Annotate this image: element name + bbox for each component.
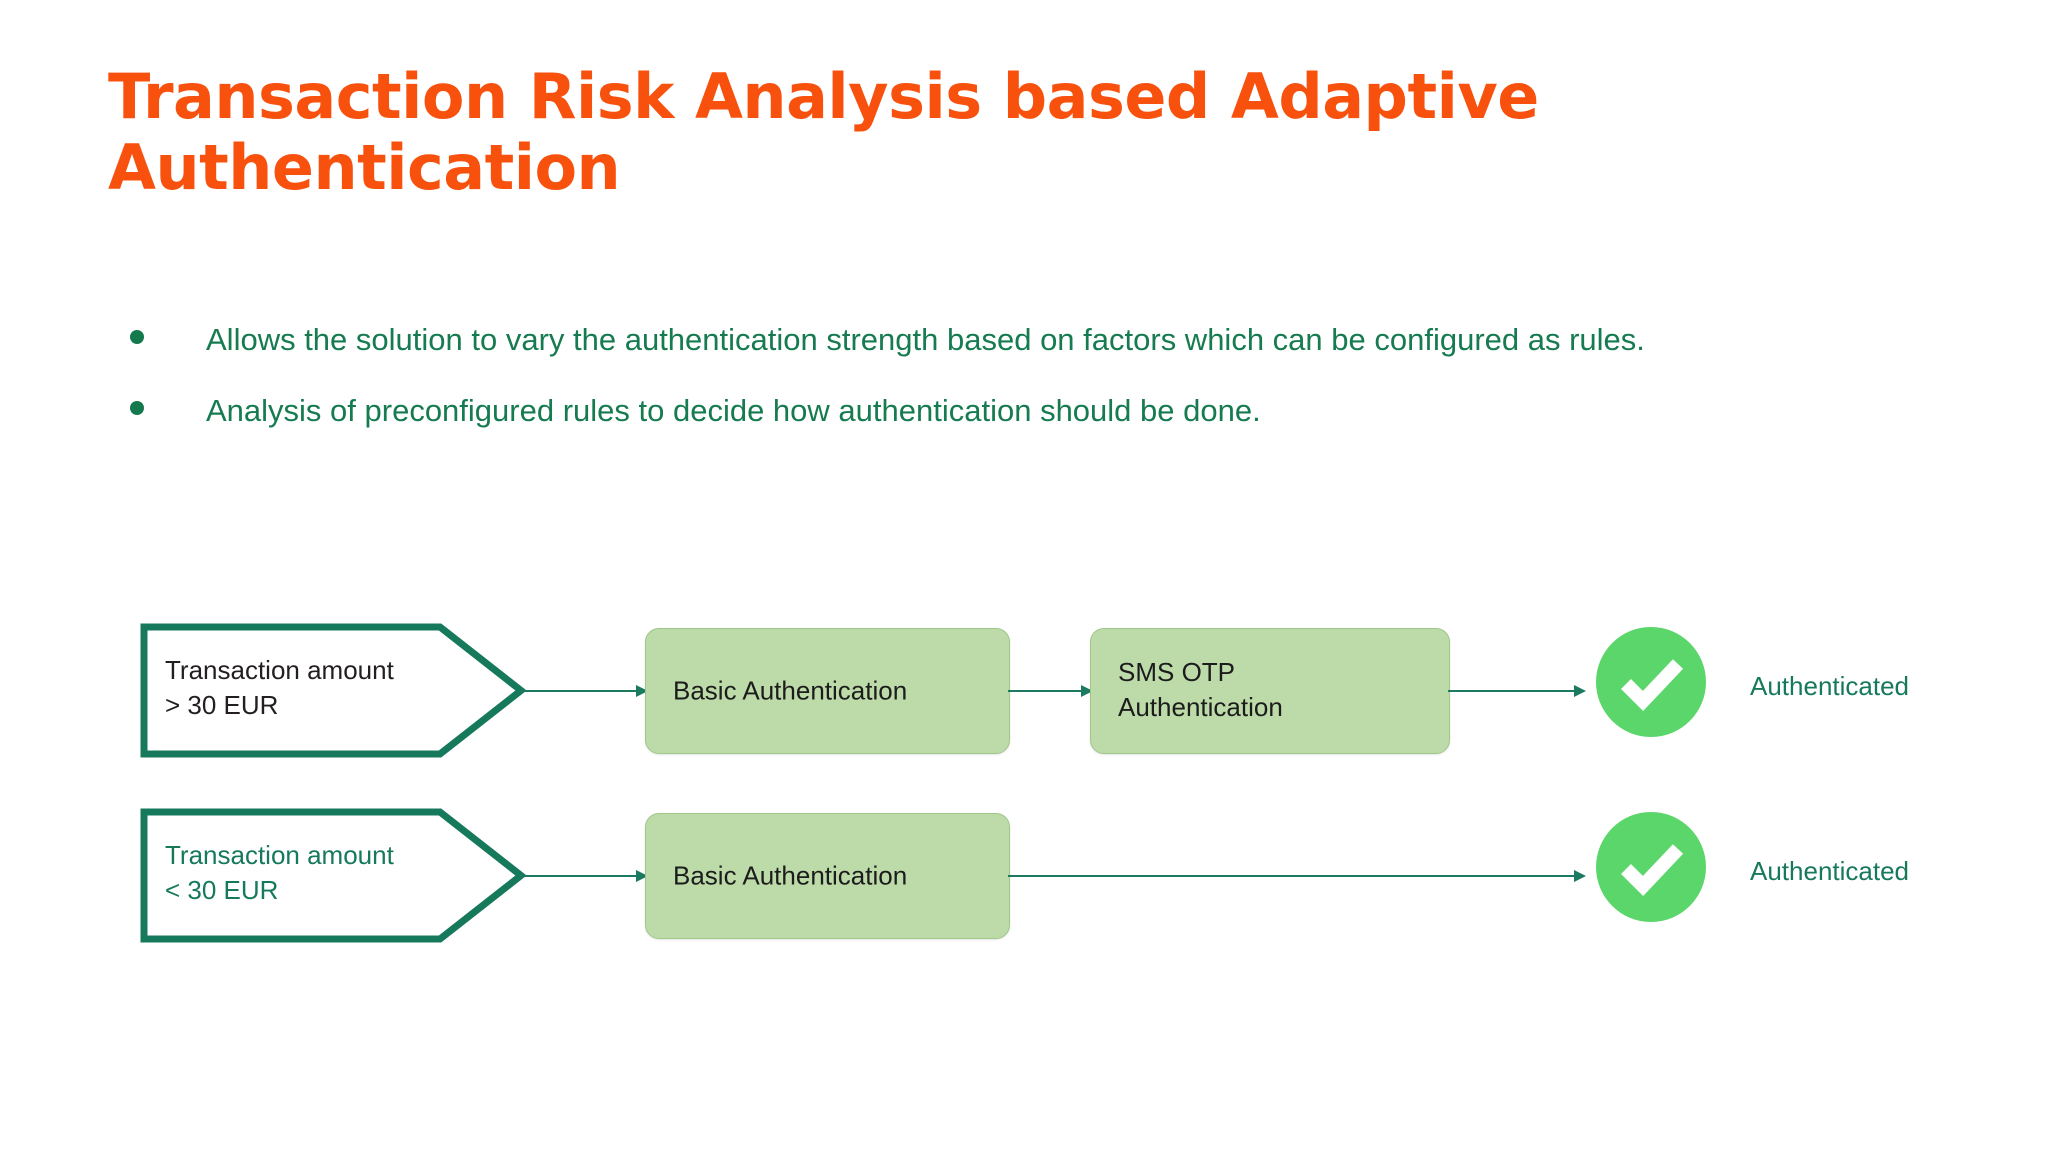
arrow-shaft: [520, 875, 637, 877]
process-label: SMS OTP Authentication: [1118, 657, 1283, 723]
process-label: Basic Authentication: [673, 675, 908, 706]
process-label: Basic Authentication: [673, 860, 908, 891]
condition-label: Transaction amount < 30 EUR: [165, 840, 394, 906]
connector-arrow: [520, 870, 648, 882]
arrow-head-icon: [1574, 870, 1586, 882]
status-badge: Authenticated: [1750, 856, 1910, 886]
arrow-shaft: [1448, 690, 1575, 692]
process-box-sms-otp[interactable]: SMS OTP Authentication: [1090, 628, 1450, 754]
connector-arrow: [1008, 870, 1586, 882]
arrow-shaft: [1008, 875, 1575, 877]
connector-arrow: [1448, 685, 1586, 697]
flow-row-low-amount: Transaction amount < 30 EUR Basic Authen…: [0, 808, 2048, 948]
process-box-basic-auth[interactable]: Basic Authentication: [645, 813, 1010, 939]
bullet-dot-icon: [130, 330, 144, 344]
condition-chevron-shape: Transaction amount > 30 EUR: [140, 623, 527, 758]
bullet-text: Allows the solution to vary the authenti…: [206, 322, 1645, 357]
arrow-shaft: [1008, 690, 1082, 692]
bullet-text: Analysis of preconfigured rules to decid…: [206, 393, 1261, 429]
flow-diagram: Transaction amount > 30 EUR Basic Authen…: [0, 600, 2048, 980]
arrow-shaft: [520, 690, 637, 692]
condition-label: Transaction amount > 30 EUR: [165, 655, 394, 721]
check-circle-icon: [1593, 624, 1709, 740]
status-badge: Authenticated: [1750, 671, 1910, 701]
bullet-list: Allows the solution to vary the authenti…: [110, 312, 1940, 454]
list-item: Allows the solution to vary the authenti…: [110, 312, 1940, 367]
page-title: Transaction Risk Analysis based Adaptive…: [108, 60, 1539, 204]
connector-arrow: [1008, 685, 1093, 697]
arrow-head-icon: [1574, 685, 1586, 697]
connector-arrow: [520, 685, 648, 697]
flow-row-high-amount: Transaction amount > 30 EUR Basic Authen…: [0, 623, 2048, 763]
bullet-dot-icon: [130, 401, 144, 416]
condition-chevron-shape: Transaction amount < 30 EUR: [140, 808, 527, 943]
process-box-basic-auth[interactable]: Basic Authentication: [645, 628, 1010, 754]
check-circle-icon: [1593, 809, 1709, 925]
list-item: Analysis of preconfigured rules to decid…: [110, 383, 1940, 438]
